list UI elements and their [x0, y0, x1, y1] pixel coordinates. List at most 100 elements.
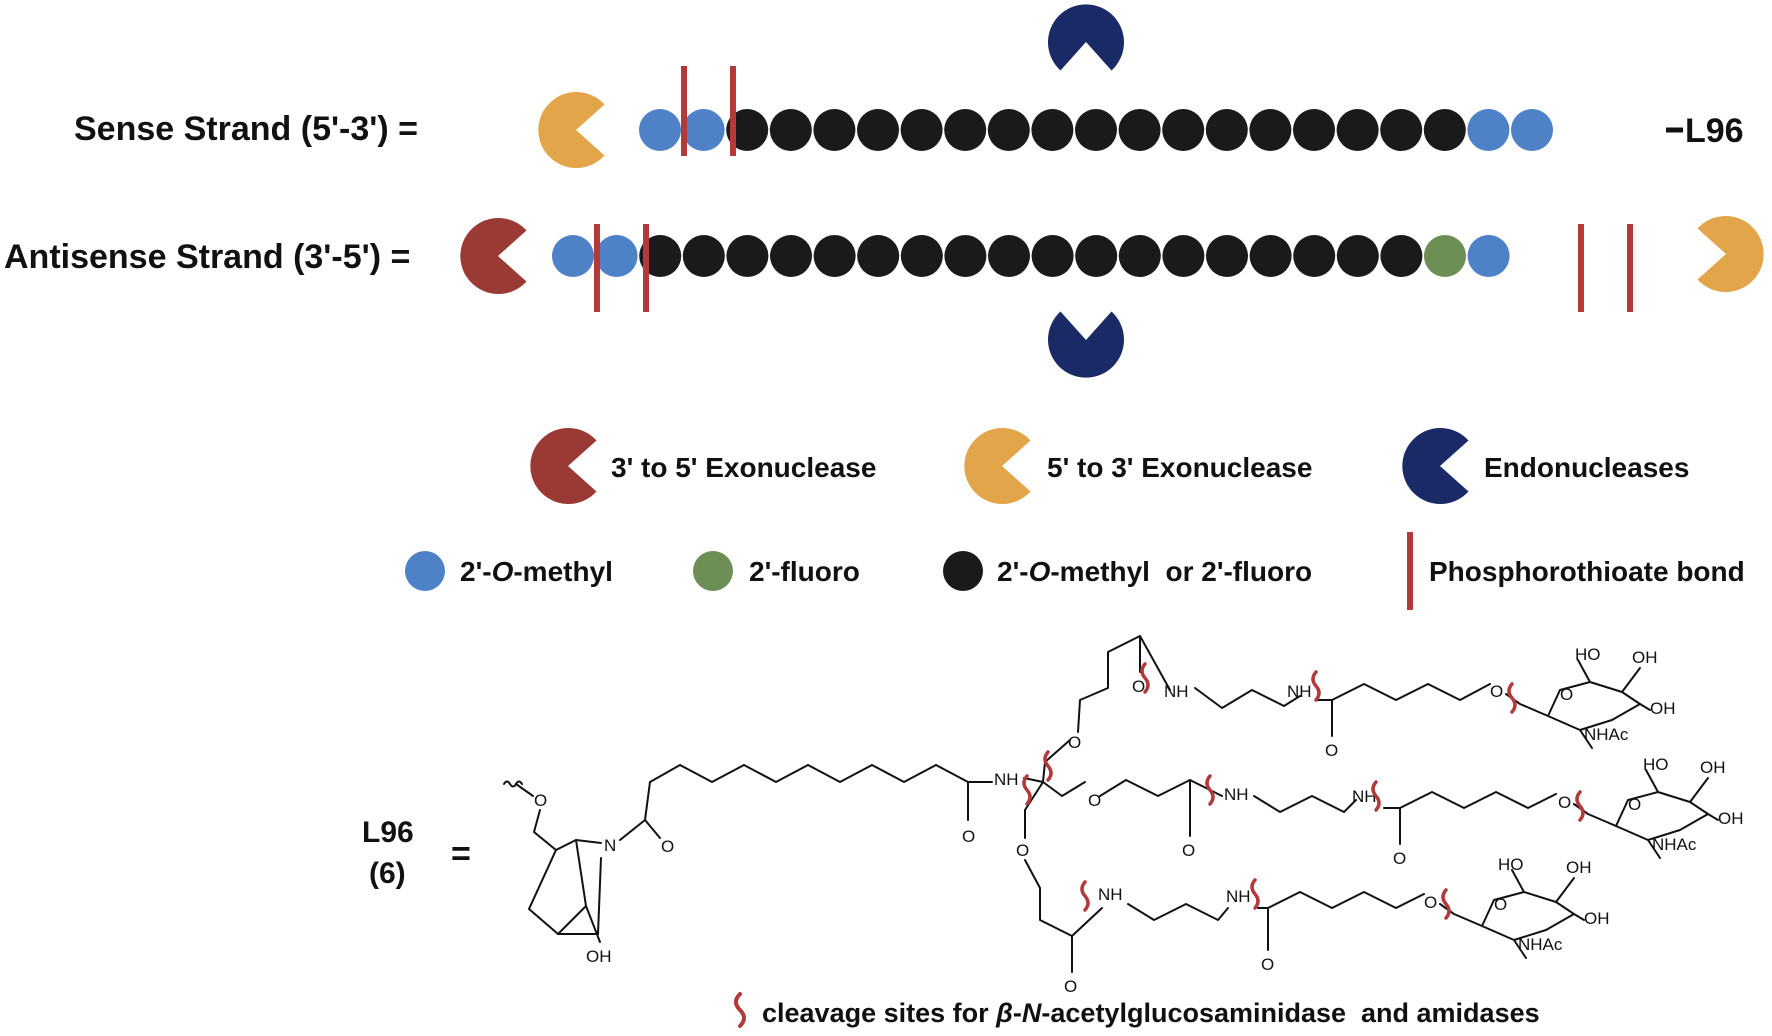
svg-text:O: O [661, 837, 674, 856]
sense-nucleotide-11 [1075, 109, 1117, 151]
svg-text:OH: OH [1650, 699, 1676, 718]
exonuclease-3to5-antisense [460, 218, 527, 294]
antisense-nucleotide-6 [770, 235, 812, 277]
svg-text:O: O [1560, 685, 1573, 704]
cleavage-squiggle-icon [1441, 888, 1451, 920]
legend-fluoro-dot [693, 551, 733, 591]
antisense-nucleotide-1 [552, 235, 594, 277]
svg-text:NH: NH [994, 770, 1019, 789]
legend-endonuclease-icon [1402, 428, 1469, 504]
svg-text:NH: NH [1224, 785, 1249, 804]
endonuclease-top [1048, 4, 1124, 71]
legend-endonuclease-label: Endonucleases [1484, 452, 1689, 483]
legend-ps-bond-label: Phosphorothioate bond [1429, 556, 1745, 587]
sense-nucleotide-19 [1423, 109, 1466, 151]
cleavage-squiggle-icon [1022, 774, 1032, 806]
antisense-nucleotide-9 [900, 235, 943, 277]
l96-structure: O N OH O O NH O O NH NH O O HO O [503, 635, 1744, 996]
svg-text:NHAc: NHAc [1584, 725, 1629, 744]
cleavage-squiggle-icon [1043, 750, 1053, 782]
antisense-nucleotide-20 [1380, 235, 1423, 277]
cleavage-sites [1022, 662, 1585, 920]
legend-either-label: 2'-O-methyl or 2'-fluoro [997, 556, 1312, 587]
sense-nucleotide-17 [1336, 109, 1379, 151]
legend-exonuclease-3to5-icon [530, 428, 597, 504]
svg-text:O: O [1393, 849, 1406, 868]
cleavage-squiggle-icon [1080, 880, 1090, 912]
antisense-nucleotide-12 [1031, 235, 1074, 277]
svg-text:O: O [1325, 741, 1338, 760]
exonuclease-5to3-sense [538, 92, 605, 168]
svg-text:NHAc: NHAc [1518, 935, 1563, 954]
sense-nucleotide-13 [1162, 109, 1205, 151]
svg-text:OH: OH [1718, 809, 1744, 828]
l96-name: L96 [362, 816, 414, 849]
antisense-nucleotide-2 [595, 235, 638, 277]
sense-nucleotide-14 [1205, 109, 1248, 151]
svg-text:N: N [604, 836, 616, 855]
sense-nucleotide-5 [813, 109, 856, 151]
svg-text:O: O [1182, 841, 1195, 860]
sense-nucleotide-20 [1467, 109, 1510, 151]
antisense-nucleotide-15 [1162, 235, 1205, 277]
antisense-nucleotide-22 [1467, 235, 1510, 277]
sense-nucleotide-3 [726, 109, 769, 151]
legend-cleavage-squiggle-icon [734, 992, 746, 1028]
sense-nucleotide-1 [639, 109, 681, 151]
antisense-nucleotide-3 [639, 235, 682, 277]
legend-ome-dot [405, 551, 445, 591]
sense-nucleotide-8 [944, 109, 987, 151]
sense-strand [639, 109, 1553, 151]
svg-text:O: O [1016, 841, 1029, 860]
svg-text:O: O [1068, 733, 1081, 752]
l96-equals: = [451, 835, 471, 873]
svg-text:O: O [1494, 895, 1507, 914]
svg-text:NH: NH [1352, 787, 1377, 806]
legend-exonuclease-5to3-icon [964, 428, 1031, 504]
legend-ome-label: 2'-O-methyl [460, 556, 613, 587]
cleavage-squiggle-icon [1250, 878, 1260, 910]
sense-nucleotide-2 [682, 109, 725, 151]
cleavage-caption: cleavage sites for β-N-acetylglucosamini… [762, 998, 1540, 1028]
legend-exonuclease-5to3-label: 5' to 3' Exonuclease [1047, 452, 1312, 483]
svg-text:O: O [1424, 893, 1437, 912]
sense-nucleotide-9 [987, 109, 1030, 151]
sense-nucleotide-16 [1293, 109, 1335, 151]
antisense-nucleotide-7 [813, 235, 856, 277]
cleavage-squiggle-icon [1140, 662, 1150, 694]
svg-text:OH: OH [1584, 909, 1610, 928]
svg-text:O: O [534, 791, 547, 810]
sense-nucleotide-18 [1380, 109, 1423, 151]
antisense-nucleotide-11 [988, 235, 1030, 277]
svg-text:HO: HO [1498, 855, 1524, 874]
antisense-nucleotide-21 [1424, 235, 1466, 277]
sense-nucleotide-6 [857, 109, 899, 151]
svg-text:NH: NH [1287, 682, 1312, 701]
antisense-nucleotide-18 [1293, 235, 1336, 277]
exonuclease-5to3-antisense [1697, 216, 1764, 292]
antisense-nucleotide-10 [944, 235, 987, 277]
svg-text:O: O [1088, 791, 1101, 810]
sense-nucleotide-15 [1249, 109, 1292, 151]
svg-text:O: O [962, 827, 975, 846]
sense-nucleotide-12 [1118, 109, 1161, 151]
antisense-nucleotide-16 [1206, 235, 1248, 277]
endonuclease-bottom [1048, 311, 1124, 378]
sense-ligand-label: L96 [1685, 112, 1744, 150]
l96-compound-number: (6) [369, 857, 406, 890]
antisense-strand-label: Antisense Strand (3'-5') = [4, 238, 410, 276]
antisense-nucleotide-4 [682, 235, 725, 277]
svg-text:O: O [1628, 795, 1641, 814]
svg-text:OH: OH [1632, 648, 1658, 667]
sense-nucleotide-4 [769, 109, 812, 151]
svg-text:HO: HO [1575, 645, 1601, 664]
svg-text:O: O [1261, 955, 1274, 974]
cleavage-squiggle-icon [1575, 790, 1585, 822]
svg-text:OH: OH [1700, 758, 1726, 777]
svg-text:OH: OH [586, 947, 612, 966]
svg-text:NH: NH [1226, 887, 1251, 906]
svg-text:O: O [1064, 977, 1077, 996]
antisense-nucleotide-5 [726, 235, 769, 277]
antisense-strand [552, 235, 1510, 277]
